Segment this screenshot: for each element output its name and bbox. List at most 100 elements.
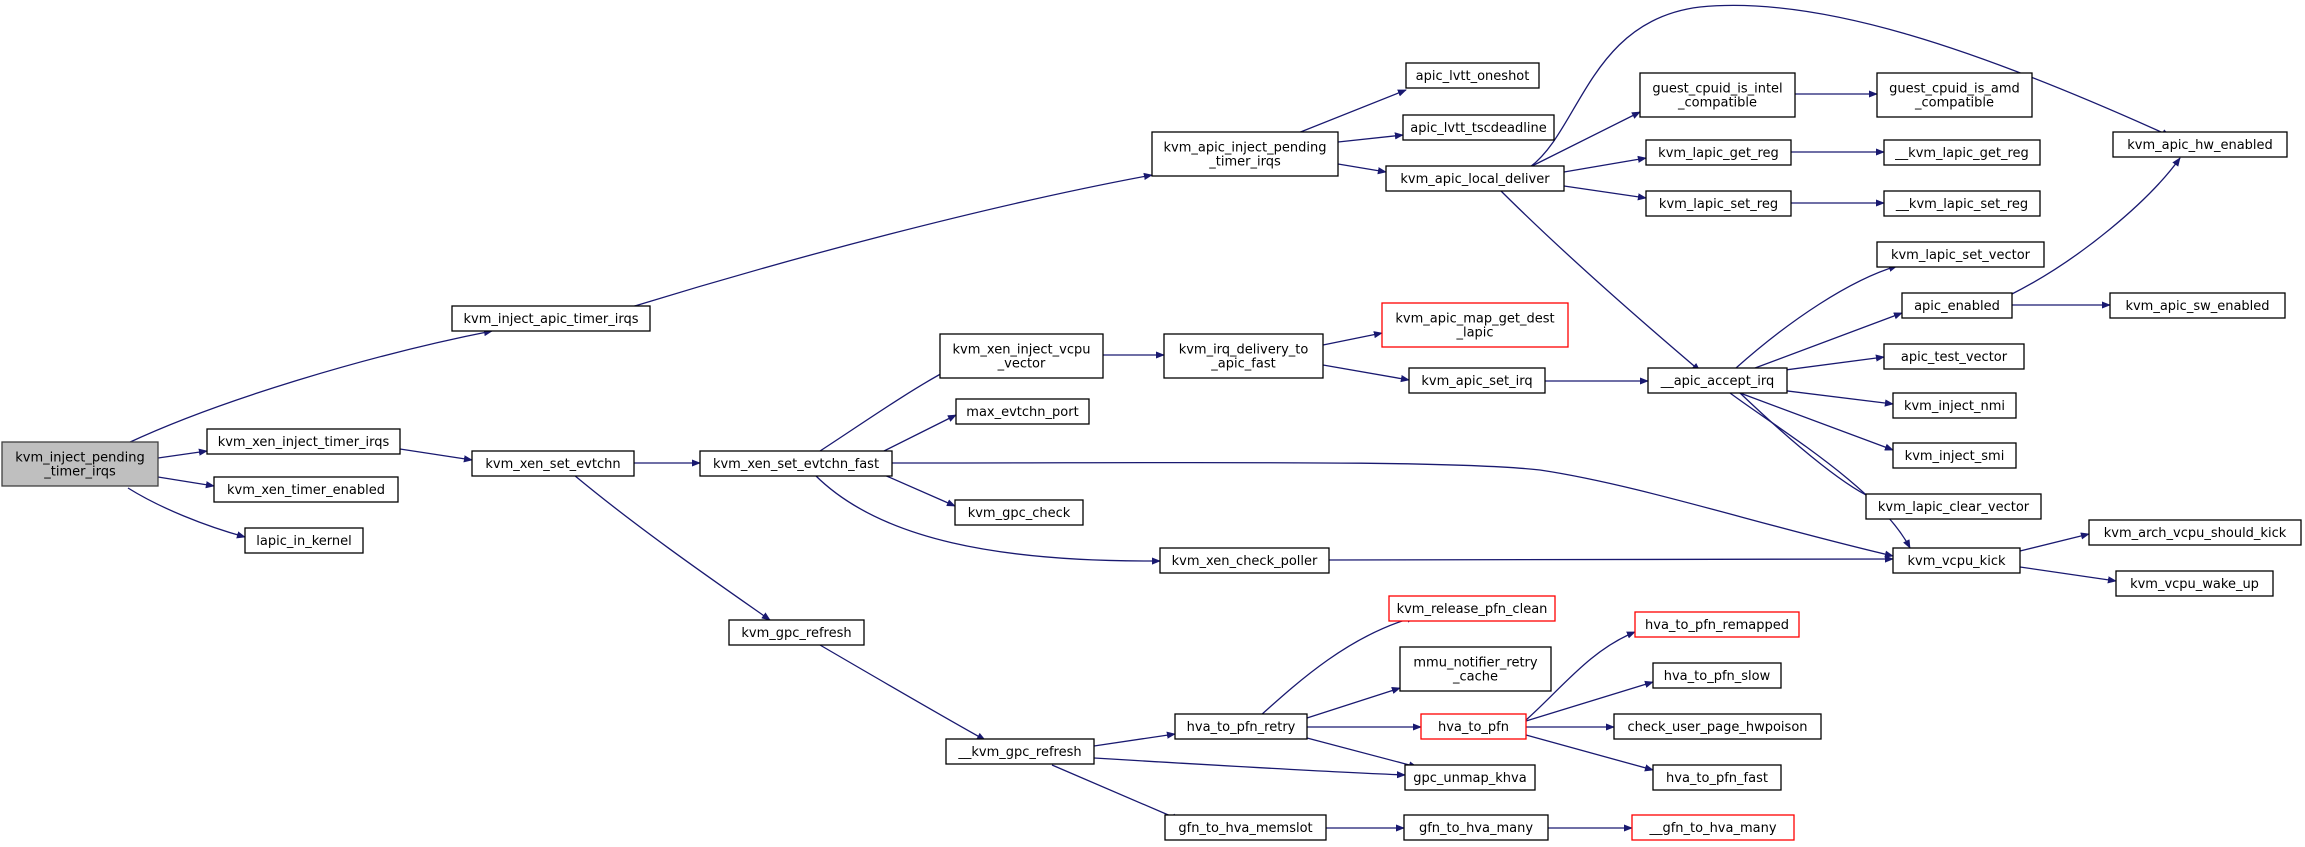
node-label: hva_to_pfn xyxy=(1438,720,1509,735)
node-vcpu-wake-up[interactable]: kvm_vcpu_wake_up xyxy=(2115,570,2274,597)
node-label: _compatible xyxy=(1914,96,1994,111)
node-lapic-set-vector[interactable]: kvm_lapic_set_vector xyxy=(1876,241,2045,268)
node-box xyxy=(1901,292,2013,319)
edge-apic-enabled-to-hw-enabled xyxy=(2009,157,2181,296)
node-label: kvm_xen_check_poller xyxy=(1172,554,1318,569)
node-xen-set-evtchn-fast[interactable]: kvm_xen_set_evtchn_fast xyxy=(699,450,893,477)
node-hva-to-pfn[interactable]: hva_to_pfn xyxy=(1420,713,1527,740)
node-guest-cpuid-intel[interactable]: guest_cpuid_is_intel_compatible xyxy=(1639,72,1796,118)
node-label: hva_to_pfn_fast xyxy=(1666,771,1768,786)
node-gfn-to-hva-many[interactable]: gfn_to_hva_many xyxy=(1403,814,1549,841)
node-apic-set-irq[interactable]: kvm_apic_set_irq xyxy=(1408,367,1546,394)
node-xen-set-evtchn[interactable]: kvm_xen_set_evtchn xyxy=(471,450,635,477)
node-apic-map-get-dest[interactable]: kvm_apic_map_get_dest_lapic xyxy=(1381,302,1569,348)
node-label: guest_cpuid_is_amd xyxy=(1889,82,2020,97)
node-lapic-clear-vector[interactable]: kvm_lapic_clear_vector xyxy=(1865,493,2042,520)
node-hva-to-pfn-fast[interactable]: hva_to_pfn_fast xyxy=(1652,764,1782,791)
node-label: _lapic xyxy=(1455,326,1493,341)
node-label: _cache xyxy=(1452,670,1498,685)
node-box xyxy=(471,450,635,477)
node-xen-check-poller[interactable]: kvm_xen_check_poller xyxy=(1159,547,1330,574)
node-apic-accept-irq[interactable]: __apic_accept_irq xyxy=(1647,367,1788,394)
node-label: guest_cpuid_is_intel xyxy=(1652,82,1782,97)
node-label: kvm_release_pfn_clean xyxy=(1397,602,1548,617)
node-hva-to-pfn-retry[interactable]: hva_to_pfn_retry xyxy=(1174,713,1308,740)
node-gfn-to-hva-memslot[interactable]: gfn_to_hva_memslot xyxy=(1164,814,1327,841)
node-gpc-check[interactable]: kvm_gpc_check xyxy=(954,499,1084,526)
edge-inject-apic-timer-to-apic-inject-pending xyxy=(624,172,1153,310)
node-guest-cpuid-amd[interactable]: guest_cpuid_is_amd_compatible xyxy=(1876,72,2033,118)
node-check-user-page-hwpoison[interactable]: check_user_page_hwpoison xyxy=(1613,713,1822,740)
node-root[interactable]: kvm_inject_pending_timer_irqs xyxy=(1,441,159,487)
edge-accept-irq-to-clear-vector xyxy=(1739,392,1878,501)
node-hva-to-pfn-remapped[interactable]: hva_to_pfn_remapped xyxy=(1634,611,1800,638)
node-inject-nmi[interactable]: kvm_inject_nmi xyxy=(1892,392,2017,419)
node-box xyxy=(1151,131,1339,177)
node-box xyxy=(1403,814,1549,841)
node-label: kvm_xen_set_evtchn xyxy=(485,457,620,472)
node-label: _timer_irqs xyxy=(43,465,116,480)
node-label: kvm_inject_smi xyxy=(1905,449,2005,464)
node-label: kvm_apic_sw_enabled xyxy=(2125,299,2269,314)
node-max-evtchn-port[interactable]: max_evtchn_port xyxy=(955,398,1090,425)
node-inject-apic-timer[interactable]: kvm_inject_apic_timer_irqs xyxy=(451,305,651,332)
node-apic-sw-enabled[interactable]: kvm_apic_sw_enabled xyxy=(2109,292,2286,319)
node-apic-enabled[interactable]: apic_enabled xyxy=(1901,292,2013,319)
edge-accept-irq-to-inject-smi xyxy=(1739,392,1894,451)
edge-root-to-lapic-in-kernel xyxy=(127,487,246,539)
node-box xyxy=(2088,519,2302,546)
node-label: _apic_fast xyxy=(1210,357,1275,372)
node-label: lapic_in_kernel xyxy=(256,534,351,549)
node-xen-inject-timer[interactable]: kvm_xen_inject_timer_irqs xyxy=(206,428,401,455)
node-apic-local-deliver[interactable]: kvm_apic_local_deliver xyxy=(1385,165,1565,192)
node-label: mmu_notifier_retry xyxy=(1413,656,1537,671)
node-label: kvm_apic_map_get_dest xyxy=(1395,312,1554,327)
node-release-pfn-clean[interactable]: kvm_release_pfn_clean xyxy=(1388,595,1556,622)
node-gpc-refresh[interactable]: kvm_gpc_refresh xyxy=(728,619,865,646)
node-box xyxy=(1883,343,2025,370)
node-apic-hw-enabled[interactable]: kvm_apic_hw_enabled xyxy=(2112,131,2288,158)
node-label: kvm_gpc_check xyxy=(968,506,1071,521)
node-xen-inject-vcpu-vector[interactable]: kvm_xen_inject_vcpu_vector xyxy=(939,333,1104,379)
node-box xyxy=(1645,190,1792,217)
node-box xyxy=(955,398,1090,425)
edge-fast-to-inject-vcpu-vector xyxy=(819,369,949,452)
node-label: gpc_unmap_khva xyxy=(1413,771,1526,786)
node-label: gfn_to_hva_many xyxy=(1419,821,1533,836)
node-label: __apic_accept_irq xyxy=(1660,374,1775,389)
node-box xyxy=(2112,131,2288,158)
node-hva-to-pfn-slow[interactable]: hva_to_pfn_slow xyxy=(1652,662,1782,689)
node-apic-test-vector[interactable]: apic_test_vector xyxy=(1883,343,2025,370)
node-lapic-get-reg[interactable]: __kvm_lapic_get_reg xyxy=(1883,139,2041,166)
node-arch-vcpu-should-kick[interactable]: kvm_arch_vcpu_should_kick xyxy=(2088,519,2302,546)
edge-root-to-xen-inject-timer xyxy=(157,448,208,459)
node-lapic-set-reg[interactable]: kvm_lapic_set_reg xyxy=(1645,190,1792,217)
node-irq-delivery-fast[interactable]: kvm_irq_delivery_to_apic_fast xyxy=(1163,333,1324,379)
node-label: kvm_lapic_clear_vector xyxy=(1878,500,2030,515)
edge-local-deliver-to-accept-irq xyxy=(1497,187,1701,372)
edge-__gpc-refresh-to-hva-to-pfn-retry xyxy=(1093,731,1176,747)
node-label: kvm_irq_delivery_to xyxy=(1179,343,1309,358)
node-box xyxy=(1647,367,1788,394)
node-inject-smi[interactable]: kvm_inject_smi xyxy=(1892,442,2017,469)
node-label: kvm_xen_set_evtchn_fast xyxy=(713,457,879,472)
node-lapic-set-reg[interactable]: __kvm_lapic_set_reg xyxy=(1883,190,2041,217)
node-apic-lvtt-oneshot[interactable]: apic_lvtt_oneshot xyxy=(1405,62,1540,89)
node-lapic-in-kernel[interactable]: lapic_in_kernel xyxy=(244,527,364,554)
node-label: kvm_xen_inject_vcpu xyxy=(953,343,1091,358)
node-box xyxy=(1402,114,1555,141)
node-xen-timer-enabled[interactable]: kvm_xen_timer_enabled xyxy=(213,476,399,503)
node-apic-lvtt-tscdeadline[interactable]: apic_lvtt_tscdeadline xyxy=(1402,114,1555,141)
node-vcpu-kick[interactable]: kvm_vcpu_kick xyxy=(1892,547,2021,574)
node-label: __kvm_gpc_refresh xyxy=(957,745,1081,760)
node-gpc-unmap-khva[interactable]: gpc_unmap_khva xyxy=(1404,764,1536,791)
node-apic-inject-pending[interactable]: kvm_apic_inject_pending_timer_irqs xyxy=(1151,131,1339,177)
node-box xyxy=(451,305,651,332)
node-lapic-get-reg[interactable]: kvm_lapic_get_reg xyxy=(1645,139,1792,166)
node-label: _vector xyxy=(997,357,1046,372)
node-label: kvm_apic_inject_pending xyxy=(1164,141,1327,156)
node-gpc-refresh[interactable]: __kvm_gpc_refresh xyxy=(945,738,1095,765)
node-mmu-notifier-retry[interactable]: mmu_notifier_retry_cache xyxy=(1399,646,1552,692)
node-gfn-to-hva-many[interactable]: __gfn_to_hva_many xyxy=(1631,814,1795,841)
